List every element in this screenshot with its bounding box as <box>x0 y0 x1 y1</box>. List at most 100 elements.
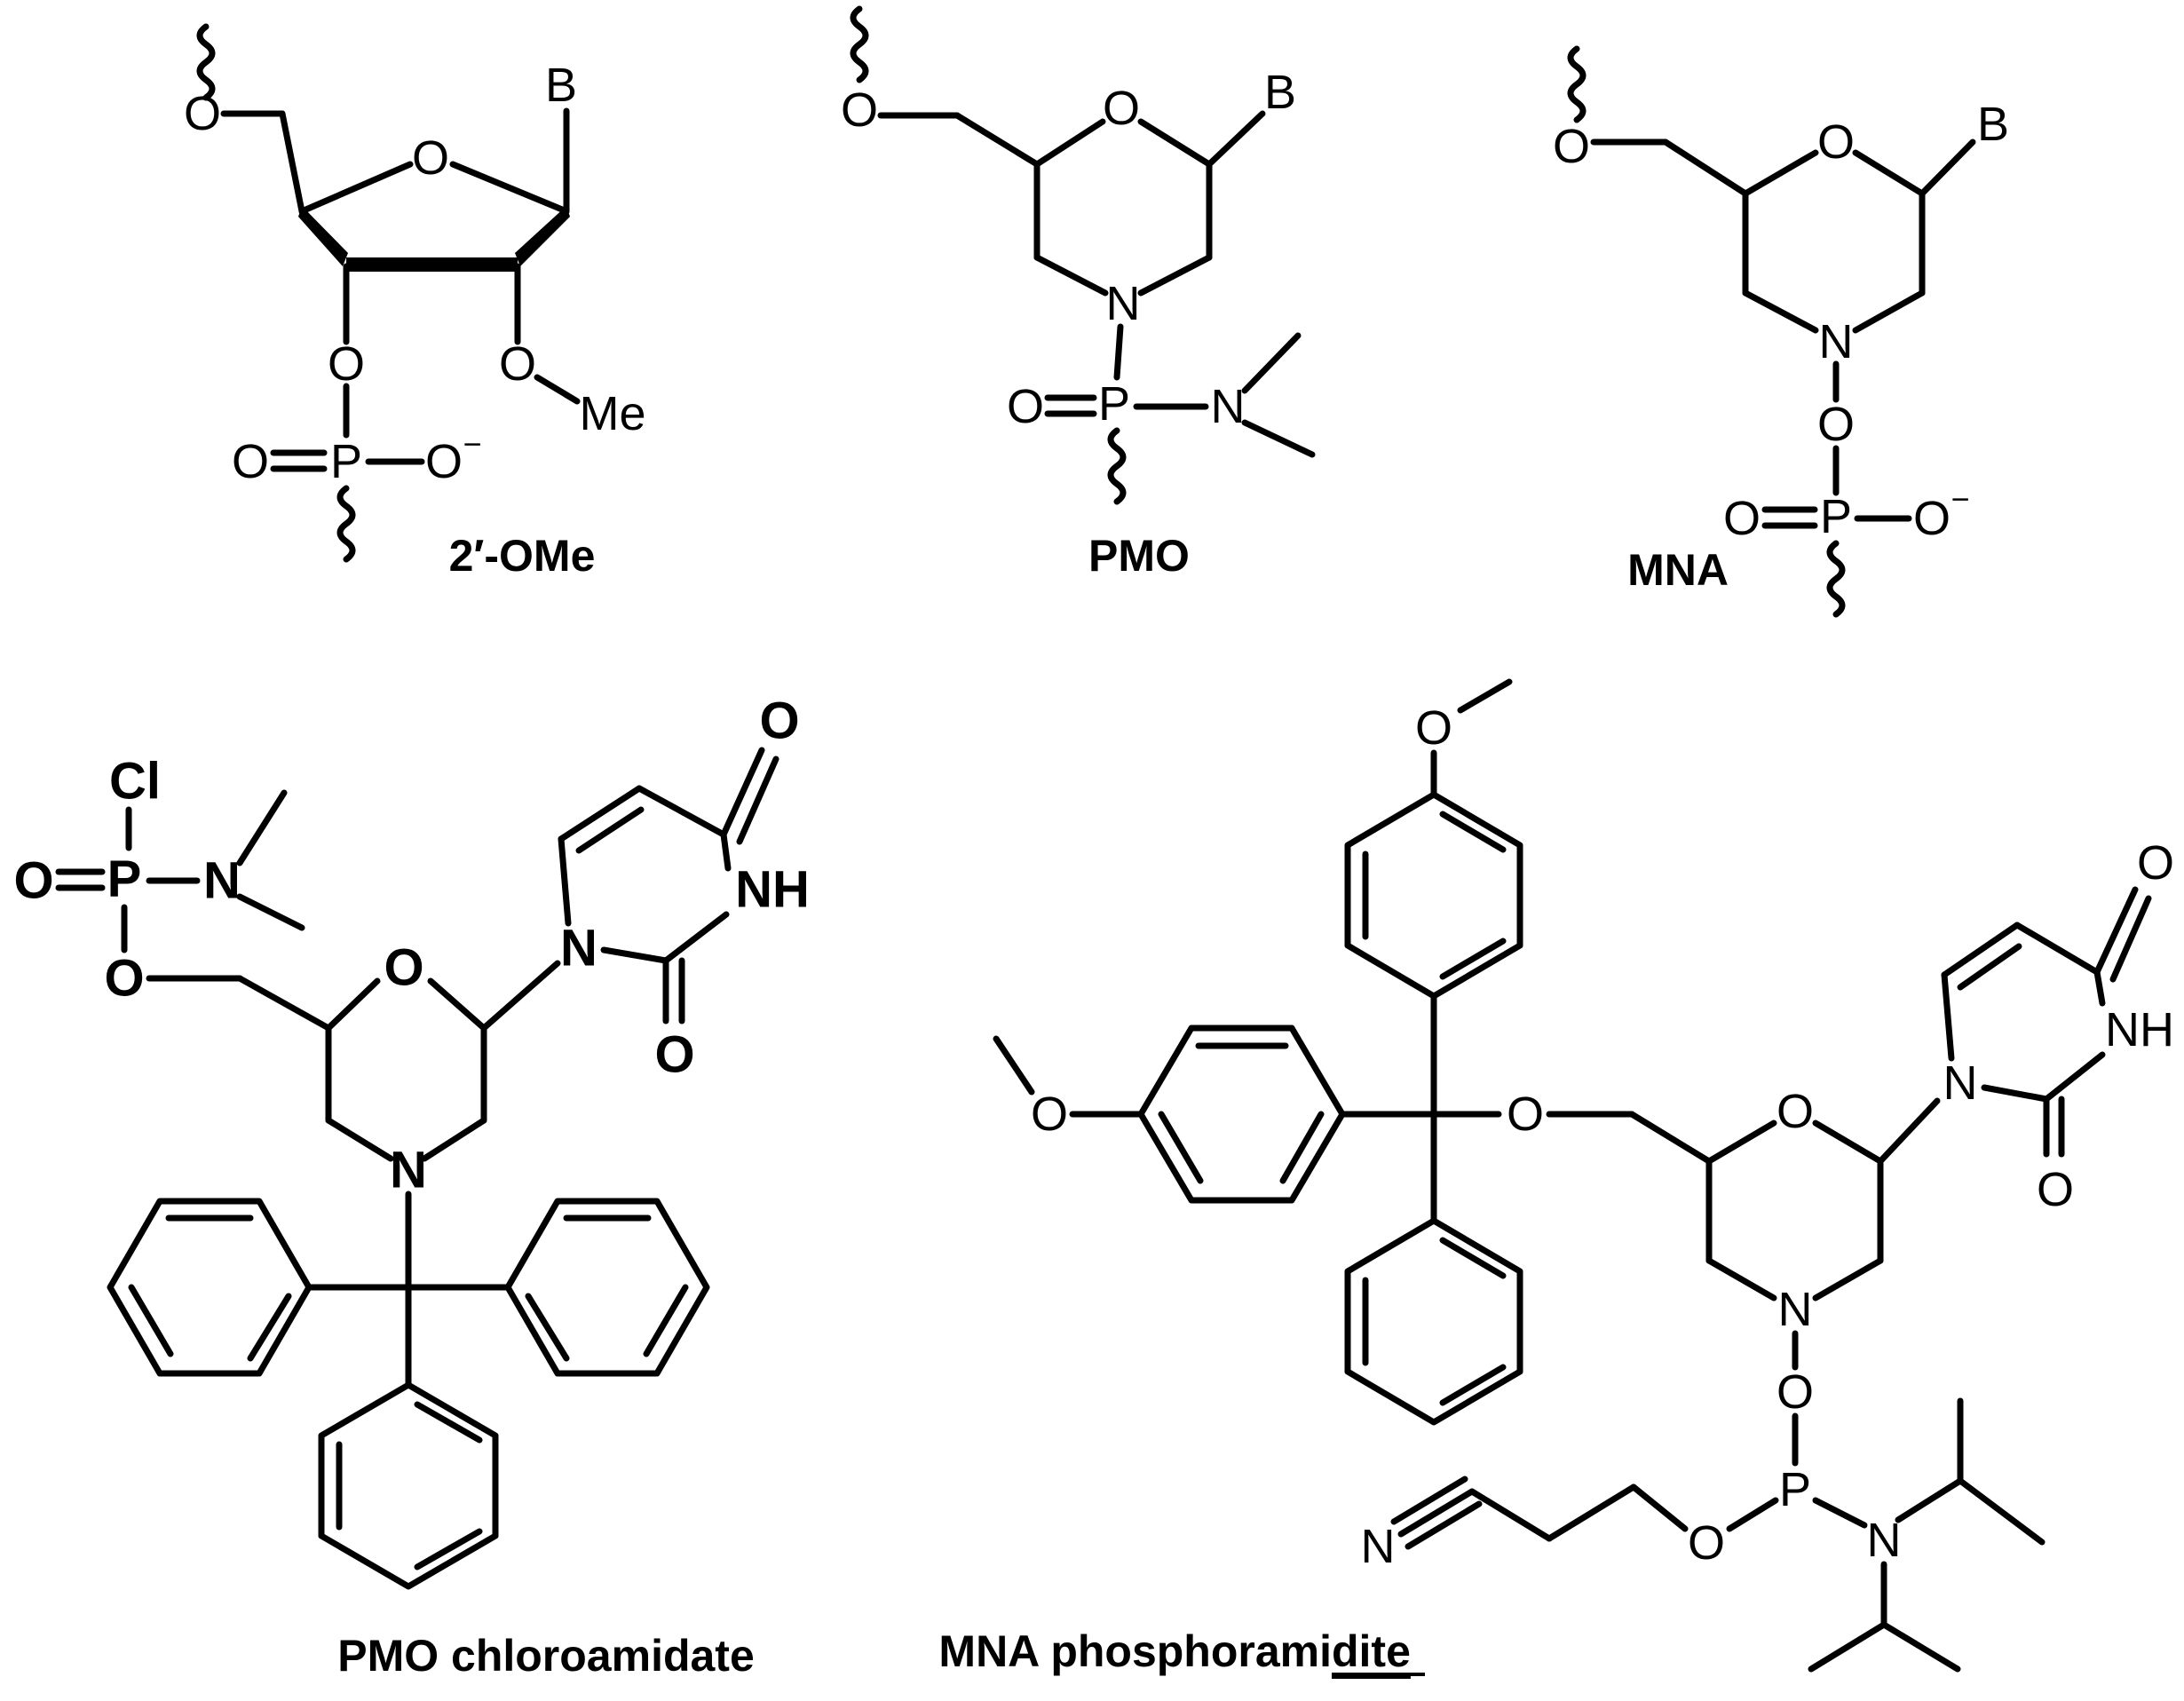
bond <box>1812 1257 1884 1301</box>
bond <box>1241 419 1316 458</box>
atom-b: B <box>1264 66 1296 119</box>
nitrile-nitrogen: N <box>1361 1520 1396 1573</box>
carbonyl-oxygen: O <box>2037 1163 2074 1216</box>
bond <box>1852 149 1926 197</box>
charge-minus: − <box>463 426 481 463</box>
atom-n: N <box>1211 380 1246 433</box>
atom-o: O <box>1913 492 1951 545</box>
bond <box>1957 1477 2046 1546</box>
atom-o: O <box>841 83 878 137</box>
charge-minus: − <box>1951 481 1969 518</box>
ring-nitrogen: N <box>390 1142 427 1199</box>
methoxy-oxygen: O <box>1415 701 1452 755</box>
bond <box>427 977 487 1032</box>
bond <box>236 789 288 866</box>
atom-n: N <box>203 852 241 910</box>
ring-oxygen: O <box>412 131 449 185</box>
bond <box>1812 1497 1868 1529</box>
bond <box>1880 1621 1961 1673</box>
methoxy-oxygen: O <box>1031 1088 1068 1141</box>
bond <box>1941 922 2021 978</box>
bond <box>1812 1119 1884 1165</box>
structure-pmo-chloroamidate: Cl P O N O O N N O NH <box>13 692 809 1681</box>
bond <box>325 977 381 1032</box>
caption-mna: MNA <box>1627 545 1729 595</box>
carbonyl-oxygen: O <box>2137 836 2174 890</box>
carbonyl-oxygen: O <box>654 1026 694 1084</box>
phenyl-ring-right <box>504 1198 710 1377</box>
imide-nh: NH <box>2105 1003 2174 1056</box>
atom-p: P <box>330 435 362 488</box>
wavy-bond <box>336 485 356 563</box>
bond <box>1877 1097 1941 1165</box>
bond <box>2093 969 2106 1007</box>
bond <box>236 893 305 931</box>
atom-o: O <box>1817 398 1855 451</box>
ring-nitrogen: N <box>1819 315 1854 368</box>
atom-o: O <box>104 950 144 1008</box>
atom-o: O <box>1776 1365 1814 1419</box>
bond <box>600 946 669 964</box>
bond <box>2093 886 2139 976</box>
triple-bond <box>1405 1500 1483 1550</box>
carbonyl-oxygen: O <box>759 692 799 750</box>
double-bond <box>2109 895 2152 983</box>
imide-nh: NH <box>735 861 810 919</box>
atom-o: O <box>1007 380 1044 433</box>
bond <box>2014 922 2101 976</box>
bond <box>279 110 305 215</box>
bond <box>720 831 732 872</box>
phenyl-ring-left <box>107 1198 313 1377</box>
bond <box>1941 971 1955 1062</box>
bond <box>1919 138 1976 197</box>
methoxyphenyl-ring-left <box>1137 1025 1346 1204</box>
atom-o: O <box>328 337 365 391</box>
bond <box>993 1035 1035 1096</box>
bond <box>1033 118 1106 168</box>
triple-bond <box>1390 1476 1468 1525</box>
bond <box>534 374 581 405</box>
bond <box>1628 1111 1713 1165</box>
bond <box>1468 1488 1553 1542</box>
ring-nitrogen: N <box>1106 277 1141 330</box>
atom-o: O <box>1688 1516 1725 1570</box>
atom-o: O <box>1723 492 1761 545</box>
bond <box>1137 118 1213 168</box>
caption-mna-phosphoramidite: MNA phosphorami dite <box>938 1626 1425 1676</box>
bond <box>1457 678 1513 714</box>
bond <box>421 1117 487 1162</box>
ring-oxygen: O <box>384 939 423 997</box>
bond <box>480 960 561 1032</box>
atom-p: P <box>1098 377 1130 431</box>
bond <box>1137 254 1213 297</box>
atom-o: O <box>1553 120 1590 173</box>
bond <box>1705 1257 1777 1301</box>
atom-p: P <box>1820 490 1852 543</box>
ether-oxygen: O <box>1507 1088 1544 1141</box>
bond <box>1113 323 1124 381</box>
atom-o: O <box>232 435 269 488</box>
bond <box>1705 1119 1777 1165</box>
uracil-n1: N <box>1943 1056 1978 1110</box>
atom-b: B <box>545 59 577 112</box>
structure-2-ome: O O B O O Me P O O − 2′-OMe <box>184 23 646 581</box>
double-bond <box>736 756 779 845</box>
bond <box>558 835 572 927</box>
atom-o: O <box>13 852 53 910</box>
ring-oxygen: O <box>1103 82 1140 135</box>
bond <box>1206 110 1266 168</box>
bond <box>662 911 730 964</box>
bond <box>1630 1483 1689 1532</box>
bond <box>1662 138 1749 197</box>
ring-oxygen: O <box>1776 1085 1814 1138</box>
bond <box>1895 1477 1964 1523</box>
phenyl-ring-bottom <box>318 1381 499 1590</box>
triple-bond <box>1397 1488 1476 1538</box>
wavy-bond <box>1826 540 1846 618</box>
double-bond-inner <box>1957 943 2022 991</box>
atom-p: P <box>107 850 142 908</box>
bond <box>325 1117 394 1162</box>
structure-pmo: O O B N P O N PMO <box>841 5 1316 581</box>
